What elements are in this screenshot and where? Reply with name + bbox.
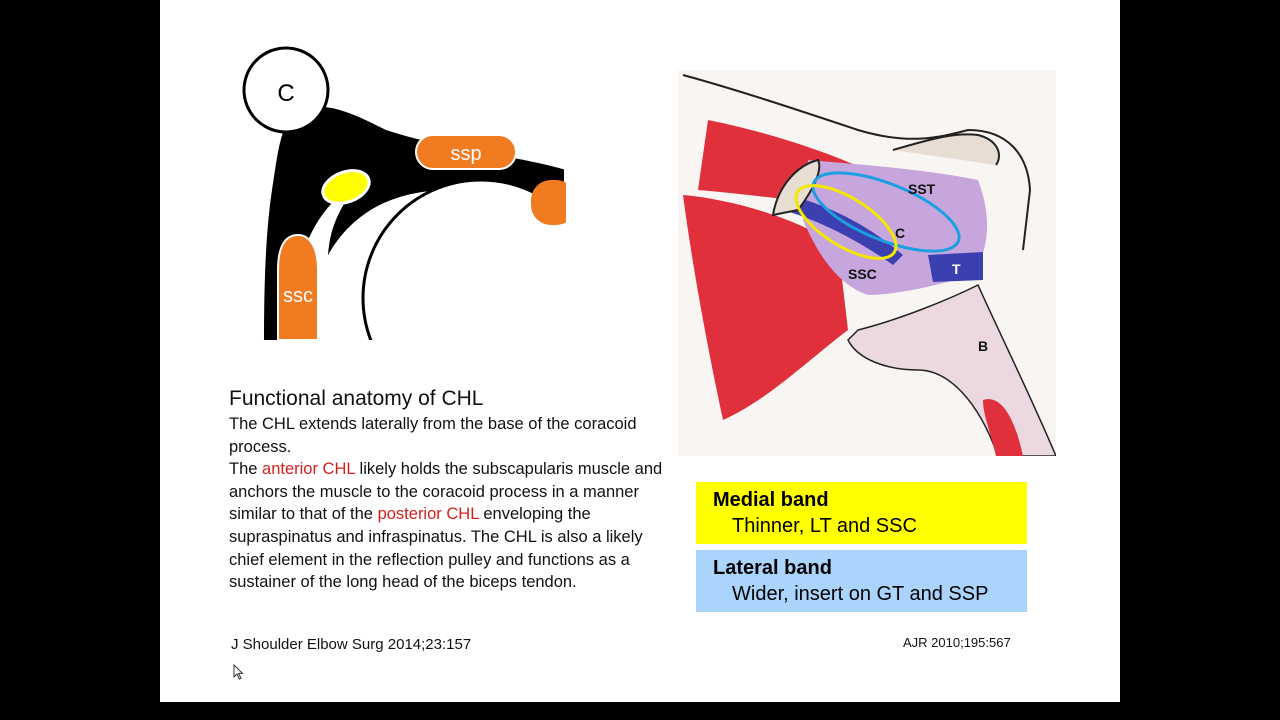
para2-post: enveloping the supraspinatus and infrasp… — [229, 505, 643, 592]
chl-schematic-diagram: C ssp ssc — [242, 46, 566, 340]
paragraph-1: The CHL extends laterally from the base … — [229, 415, 637, 456]
medial-band-box: Medial band Thinner, LT and SSC — [696, 482, 1027, 544]
medial-band-title: Medial band — [713, 489, 829, 511]
label-c-right: C — [895, 225, 905, 241]
coracoid-bone — [771, 158, 821, 217]
chl-blue-band — [783, 195, 903, 265]
humeral-head — [361, 178, 566, 340]
transverse-ligament-t — [928, 252, 983, 282]
label-sst: SST — [908, 181, 936, 197]
anterior-chl-highlight: anterior CHL — [262, 460, 355, 479]
label-ssc: ssc — [283, 285, 313, 307]
mouse-cursor-icon — [233, 664, 244, 680]
medial-band-desc: Thinner, LT and SSC — [732, 515, 917, 537]
slide: C ssp ssc SST C SSC T — [160, 0, 1120, 702]
label-ssc-right: SSC — [848, 266, 877, 282]
label-b: B — [978, 338, 988, 354]
citation-right: AJR 2010;195:567 — [903, 635, 1011, 650]
ssc-muscle — [277, 233, 319, 340]
label-ssp: ssp — [450, 143, 481, 165]
biceps-muscle-red — [983, 399, 1023, 456]
shoulder-anatomy-illustration: SST C SSC T B — [678, 70, 1056, 456]
para2-pre: The — [229, 460, 263, 479]
paragraph-2: The anterior CHL likely holds the subsca… — [229, 458, 669, 594]
citation-left: J Shoulder Elbow Surg 2014;23:157 — [231, 636, 472, 653]
yellow-tendon — [321, 169, 371, 205]
section-heading: Functional anatomy of CHL — [229, 387, 484, 410]
lateral-band-desc: Wider, insert on GT and SSP — [732, 583, 989, 605]
acromion-outline — [682, 74, 1032, 251]
label-t: T — [952, 261, 961, 277]
coracoid-circle — [242, 46, 330, 134]
lateral-band-box: Lateral band Wider, insert on GT and SSP — [696, 550, 1027, 612]
ssp-muscle — [415, 134, 517, 170]
body-text: Functional anatomy of CHL The CHL extend… — [229, 386, 669, 594]
posterior-chl-highlight: posterior CHL — [377, 505, 479, 524]
lateral-band-outline — [811, 171, 961, 253]
ssp-muscle-partial — [531, 180, 566, 225]
medial-band-outline — [794, 184, 898, 260]
subscapularis-muscle-red — [683, 195, 848, 420]
para2-mid: likely holds the subscapularis muscle an… — [229, 460, 663, 524]
label-c: C — [277, 80, 294, 107]
lateral-band-title: Lateral band — [713, 557, 832, 579]
